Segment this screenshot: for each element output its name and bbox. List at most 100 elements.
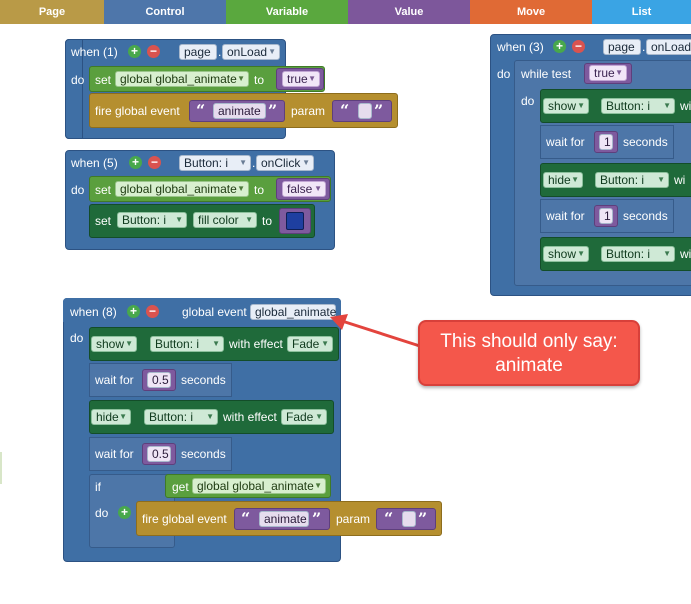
get-label: get xyxy=(172,480,189,494)
variable-dropdown[interactable]: global global_animate▼ xyxy=(192,478,326,494)
quote-open-icon: “ xyxy=(384,509,394,528)
to-label: to xyxy=(254,183,265,197)
add-icon[interactable]: + xyxy=(128,45,141,58)
quote-open-icon: “ xyxy=(196,101,206,120)
with-label: wi xyxy=(680,247,691,261)
when-1-label: when (1) xyxy=(71,45,118,59)
category-control[interactable]: Control xyxy=(104,0,226,24)
event-name-field[interactable]: animate xyxy=(259,511,309,527)
event-name-field[interactable]: global_animate xyxy=(250,304,336,320)
quote-close-icon: ” xyxy=(374,101,384,120)
boolean-dropdown[interactable]: false▼ xyxy=(282,181,326,197)
fire-label: fire global event xyxy=(142,512,227,526)
show-dropdown[interactable]: show▼ xyxy=(91,336,137,352)
quote-close-icon: ” xyxy=(418,509,428,528)
callout-box: This should only say: animate xyxy=(418,320,640,386)
do-label: do xyxy=(521,94,535,108)
show-dropdown[interactable]: show▼ xyxy=(543,98,589,114)
set-label: set xyxy=(95,73,112,87)
when-8-label: when (8) xyxy=(70,305,117,319)
callout-arrow xyxy=(330,314,427,350)
page-field: page xyxy=(603,39,641,55)
quote-open-icon: “ xyxy=(241,509,251,528)
remove-icon[interactable]: − xyxy=(147,45,160,58)
param-label: param xyxy=(336,512,371,526)
property-dropdown[interactable]: fill color▼ xyxy=(193,212,257,228)
to-label: to xyxy=(254,73,265,87)
category-page[interactable]: Page xyxy=(0,0,104,24)
seconds-label: seconds xyxy=(623,209,668,223)
component-dropdown[interactable]: Button: i▼ xyxy=(595,172,669,188)
event-dropdown[interactable]: onLoad▼ xyxy=(646,39,691,55)
remove-icon[interactable]: − xyxy=(146,305,159,318)
add-icon[interactable]: + xyxy=(127,305,140,318)
number-field[interactable]: 0.5 xyxy=(147,372,171,388)
remove-icon[interactable]: − xyxy=(572,40,585,53)
callout-line-2: animate xyxy=(495,355,563,376)
left-edge-marker xyxy=(0,452,2,484)
component-dropdown[interactable]: Button: i▼ xyxy=(150,336,224,352)
number-field[interactable]: 1 xyxy=(599,134,613,150)
while-label: while test xyxy=(521,67,572,81)
component-dropdown[interactable]: Button: i▼ xyxy=(144,409,218,425)
wait-label: wait for xyxy=(95,373,134,387)
set-label: set xyxy=(95,214,112,228)
component-dropdown[interactable]: Button: i▼ xyxy=(117,212,187,228)
with-label: wi xyxy=(680,99,691,113)
component-dropdown[interactable]: Button: i▼ xyxy=(179,155,251,171)
with-label: wi xyxy=(674,173,686,187)
to-label: to xyxy=(262,214,273,228)
add-icon[interactable]: + xyxy=(118,506,131,519)
category-move[interactable]: Move xyxy=(470,0,592,24)
color-swatch[interactable] xyxy=(286,212,304,230)
seconds-label: seconds xyxy=(181,447,226,461)
param-field[interactable] xyxy=(402,511,416,527)
do-label: do xyxy=(497,67,511,81)
fire-label: fire global event xyxy=(95,104,180,118)
hide-dropdown[interactable]: hide▼ xyxy=(91,409,131,425)
dot-label: . xyxy=(218,45,222,59)
component-dropdown[interactable]: Button: i▼ xyxy=(601,246,675,262)
when-3-label: when (3) xyxy=(497,40,544,54)
do-label: do xyxy=(70,331,84,345)
callout-line-1: This should only say: xyxy=(440,331,618,352)
add-icon[interactable]: + xyxy=(129,156,142,169)
with-effect-label: with effect xyxy=(229,337,283,351)
param-label: param xyxy=(291,104,326,118)
show-dropdown[interactable]: show▼ xyxy=(543,246,589,262)
number-field[interactable]: 0.5 xyxy=(147,446,171,462)
global-event-label: global event xyxy=(182,305,247,319)
quote-close-icon: ” xyxy=(312,509,322,528)
event-name-field[interactable]: animate xyxy=(213,103,266,119)
effect-dropdown[interactable]: Fade▼ xyxy=(287,336,333,352)
dot-label: . xyxy=(252,156,256,170)
component-dropdown[interactable]: Button: i▼ xyxy=(601,98,675,114)
event-dropdown[interactable]: onClick▼ xyxy=(256,155,314,171)
variable-dropdown[interactable]: global global_animate▼ xyxy=(115,181,249,197)
number-field[interactable]: 1 xyxy=(599,208,613,224)
param-field[interactable] xyxy=(358,103,372,119)
hide-dropdown[interactable]: hide▼ xyxy=(543,172,583,188)
page-field: page xyxy=(179,44,217,60)
event-dropdown[interactable]: onLoad▼ xyxy=(222,44,280,60)
category-variable[interactable]: Variable xyxy=(226,0,348,24)
do-label: do xyxy=(71,73,85,87)
quote-open-icon: “ xyxy=(340,101,350,120)
remove-icon[interactable]: − xyxy=(148,156,161,169)
seconds-label: seconds xyxy=(623,135,668,149)
if-label: if xyxy=(95,480,101,494)
category-list[interactable]: List xyxy=(592,0,691,24)
category-value[interactable]: Value xyxy=(348,0,470,24)
do-label: do xyxy=(95,506,109,520)
boolean-dropdown[interactable]: true▼ xyxy=(282,71,320,87)
when-5-label: when (5) xyxy=(71,156,118,170)
with-effect-label: with effect xyxy=(223,410,277,424)
effect-dropdown[interactable]: Fade▼ xyxy=(281,409,327,425)
wait-label: wait for xyxy=(95,447,134,461)
wait-label: wait for xyxy=(546,209,585,223)
set-label: set xyxy=(95,183,112,197)
boolean-dropdown[interactable]: true▼ xyxy=(589,65,627,81)
variable-dropdown[interactable]: global global_animate▼ xyxy=(115,71,249,87)
seconds-label: seconds xyxy=(181,373,226,387)
add-icon[interactable]: + xyxy=(553,40,566,53)
